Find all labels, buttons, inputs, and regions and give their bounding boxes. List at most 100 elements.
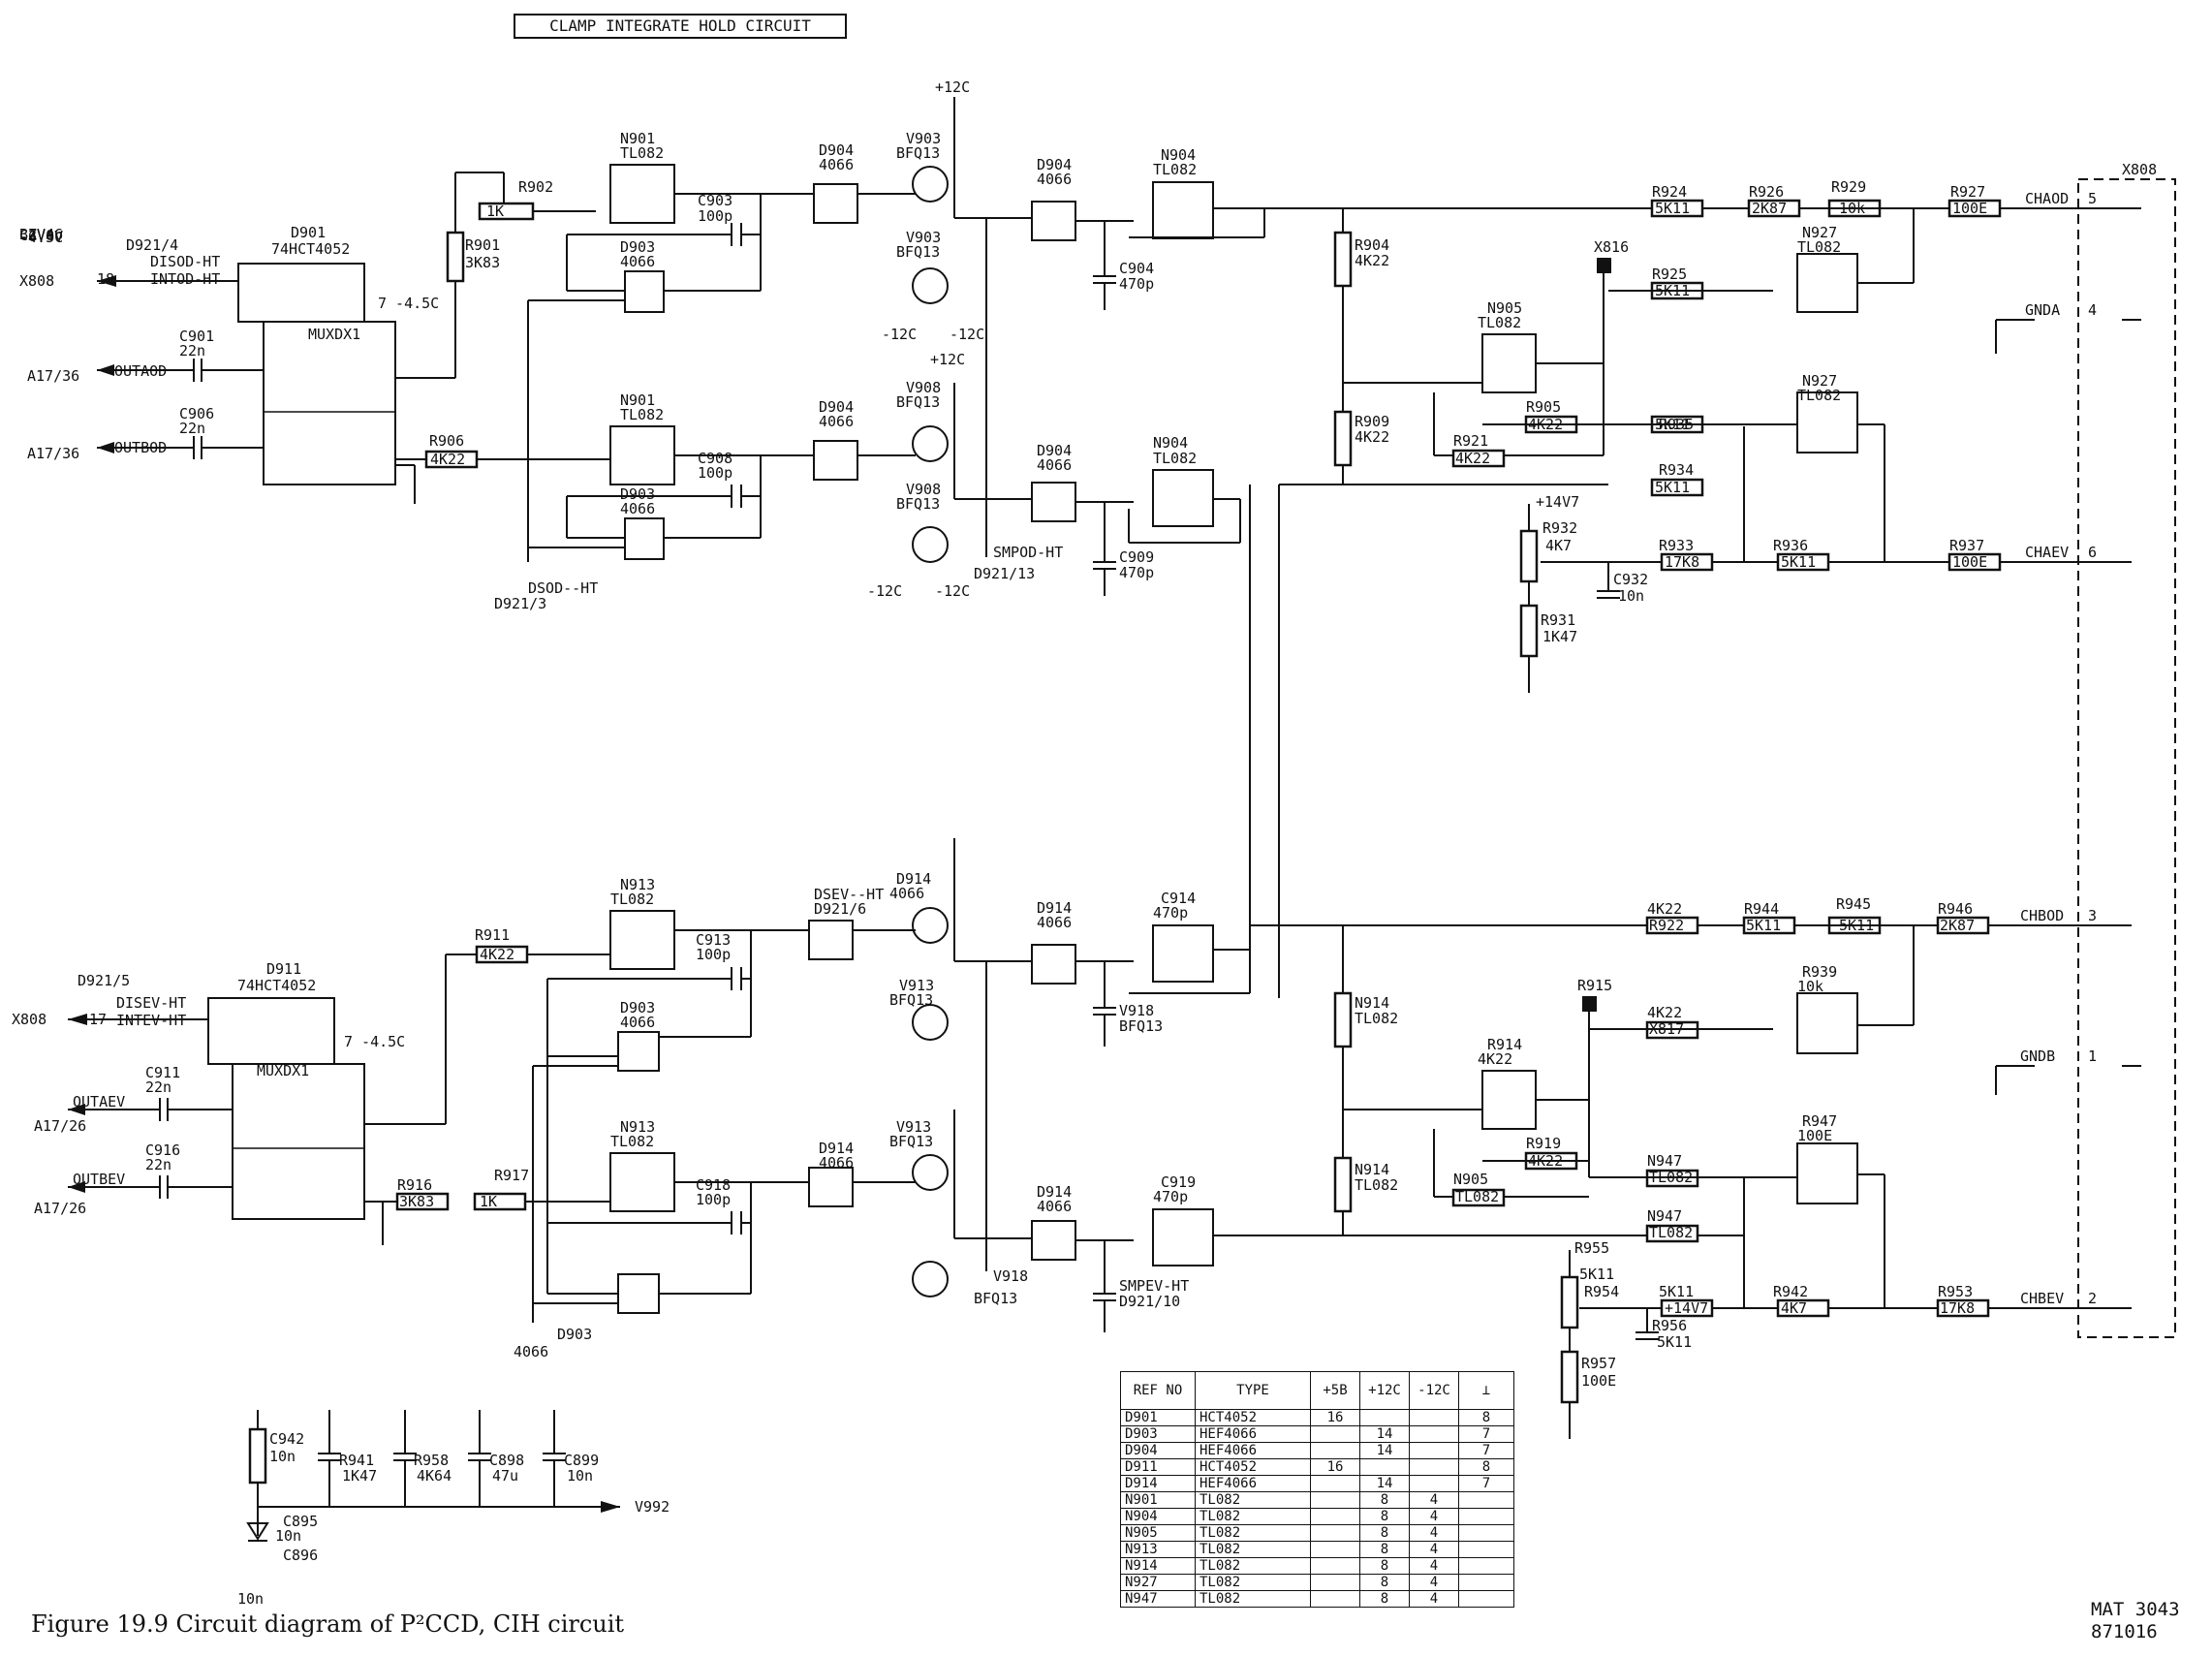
pin-table-cell — [1409, 1409, 1459, 1426]
component-label: 470p — [1153, 904, 1188, 922]
mat-date-line: 871016 — [2091, 1621, 2158, 1642]
pin-table-cell: HEF4066 — [1195, 1475, 1311, 1492]
supply-section — [246, 1410, 620, 1542]
pin-table-cell: 4 — [1409, 1557, 1459, 1575]
component-label: 5K11 — [1746, 917, 1781, 934]
component-label: DISOD-HT — [150, 253, 220, 270]
pin-table-header-cell: ⊥ — [1458, 1371, 1514, 1410]
component-label: 4K22 — [1647, 900, 1682, 918]
component-label: TL082 — [620, 144, 664, 162]
component-label: A17/36 — [27, 367, 79, 385]
component-label: D921/5 — [78, 972, 130, 989]
component-label: OUTBOD — [114, 439, 167, 456]
component-label: 4066 — [889, 885, 924, 902]
pin-table-cell: 8 — [1359, 1557, 1410, 1575]
diagram-title: CLAMP INTEGRATE HOLD CIRCUIT — [514, 14, 847, 39]
component-label: R932 — [1542, 519, 1577, 537]
component-label: 470p — [1119, 564, 1154, 581]
output-signal-name: CHAOD — [2025, 190, 2069, 207]
component-label: R953 — [1938, 1283, 1973, 1300]
pin-table-cell: 7 — [1458, 1442, 1514, 1459]
component-label: N901 — [620, 391, 655, 409]
component-label: DSOD--HT — [528, 579, 598, 597]
pin-table-cell: D911 — [1120, 1458, 1196, 1476]
pin-table-cell: N904 — [1120, 1508, 1196, 1525]
component-label: C916 — [145, 1141, 180, 1159]
component-label: 4K64 — [417, 1467, 452, 1485]
component-label: OUTAEV — [73, 1093, 125, 1110]
component-label: 4K22 — [1528, 1152, 1563, 1170]
component-label: TL082 — [1455, 1188, 1499, 1205]
pin-table-cell: N914 — [1120, 1557, 1196, 1575]
pin-table-cell: 8 — [1359, 1574, 1410, 1591]
component-label: 4066 — [620, 500, 655, 517]
output-signal-name: CHBEV — [2020, 1290, 2064, 1307]
component-label: 100p — [698, 207, 732, 225]
component-label: 4066 — [1037, 914, 1072, 931]
component-label: R916 — [397, 1176, 432, 1194]
pin-table-cell: 8 — [1359, 1508, 1410, 1525]
component-label: R944 — [1744, 900, 1779, 918]
component-label: 5K11 — [1839, 917, 1874, 934]
pin-table-cell — [1310, 1524, 1360, 1542]
component-label: 100p — [696, 1191, 731, 1208]
pin-table-header-cell: TYPE — [1195, 1371, 1311, 1410]
component-label: 4K22 — [1455, 450, 1490, 467]
component-label: D904 — [819, 398, 854, 416]
output-signal-name: GNDB — [2020, 1047, 2055, 1065]
component-label: V913 — [899, 977, 934, 994]
component-label: N927 — [1802, 224, 1837, 241]
component-label: X808 — [12, 1011, 47, 1028]
component-label: R911 — [475, 926, 510, 944]
component-label: 4066 — [1037, 171, 1072, 188]
component-label: SMPEV-HT — [1119, 1277, 1189, 1295]
component-label: R956 — [1652, 1317, 1687, 1334]
component-label: D921/6 — [814, 900, 866, 918]
pin-table-cell: HEF4066 — [1195, 1425, 1311, 1443]
component-label: 1K47 — [342, 1467, 377, 1485]
pin-table-cell: 14 — [1359, 1475, 1410, 1492]
component-label: 4K22 — [1355, 428, 1389, 446]
pin-table-cell: D901 — [1120, 1409, 1196, 1426]
component-label: C913 — [696, 931, 731, 949]
component-label: R937 — [1949, 537, 1984, 554]
component-label: D904 — [1037, 156, 1072, 173]
component-label: C904 — [1119, 260, 1154, 277]
pin-table-cell: HCT4052 — [1195, 1409, 1311, 1426]
component-label: 22n — [145, 1079, 171, 1096]
component-label: 5K11 — [1655, 416, 1690, 433]
component-label: BZV46 — [19, 226, 63, 243]
pin-table-cell — [1458, 1508, 1514, 1525]
component-label: V992 — [635, 1498, 670, 1516]
component-label: 47u — [492, 1467, 518, 1485]
component-label: R917 — [494, 1167, 529, 1184]
pin-table-cell — [1409, 1442, 1459, 1459]
pin-table-cell — [1310, 1475, 1360, 1492]
component-label: TL082 — [1153, 450, 1197, 467]
component-label: 10n — [237, 1590, 264, 1608]
pin-table-cell: 4 — [1409, 1508, 1459, 1525]
component-label: 7 -4.5C — [378, 295, 439, 312]
pin-table-cell — [1310, 1508, 1360, 1525]
component-label: D901 — [291, 224, 326, 241]
component-label: TL082 — [1355, 1010, 1398, 1027]
component-label: 18 — [97, 270, 114, 288]
component-label: 22n — [145, 1156, 171, 1173]
component-label: D903 — [620, 485, 655, 503]
pin-table-cell: N947 — [1120, 1590, 1196, 1608]
component-label: X817 — [1649, 1020, 1684, 1038]
component-label: -4.5C — [19, 229, 63, 246]
component-label: R904 — [1355, 236, 1389, 254]
component-label: X808 — [19, 272, 54, 290]
component-label: R919 — [1526, 1135, 1561, 1152]
component-label: N904 — [1161, 146, 1196, 164]
mux-d911 — [232, 1063, 365, 1220]
pin-table-cell: N927 — [1120, 1574, 1196, 1591]
component-label: 4K22 — [1647, 1004, 1682, 1021]
pin-table-cell: 4 — [1409, 1491, 1459, 1509]
